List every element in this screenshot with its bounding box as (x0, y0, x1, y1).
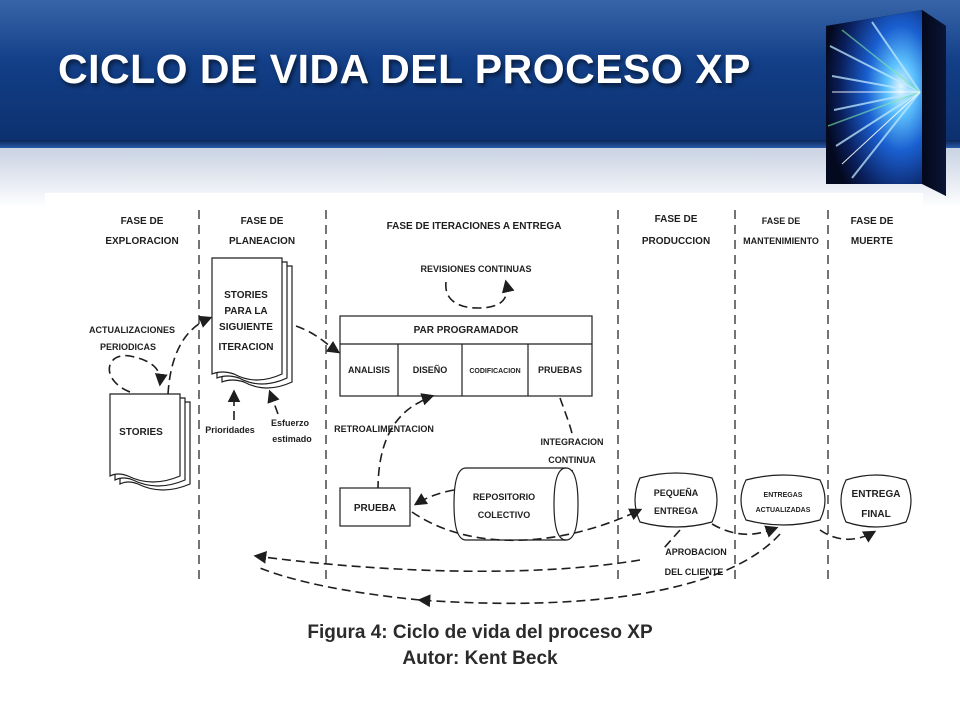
svg-text:SIGUIENTE: SIGUIENTE (219, 322, 273, 333)
pair-programmer-box: PAR PROGRAMADOR ANALISIS DISEÑO CODIFICA… (339, 315, 593, 397)
svg-text:PERIODICAS: PERIODICAS (100, 342, 156, 352)
svg-text:DEL CLIENTE: DEL CLIENTE (665, 567, 724, 577)
activity-pruebas: PRUEBAS (538, 365, 582, 375)
continuous-integration-label: INTEGRACION CONTINUA (541, 437, 604, 465)
updated-releases-circle: ENTREGAS ACTUALIZADAS (740, 474, 826, 526)
svg-text:COLECTIVO: COLECTIVO (478, 510, 531, 520)
svg-text:FASE DE: FASE DE (851, 216, 894, 227)
banner-bottom-edge (0, 140, 960, 148)
phase-header-muerte: FASE DE MUERTE (851, 216, 894, 247)
figure-area: FASE DE EXPLORACION FASE DE PLANEACION F… (45, 193, 923, 680)
integration-arrow-upper (559, 397, 574, 439)
estimated-effort-label: Esfuerzo estimado (271, 418, 312, 444)
feedback-arrow (377, 393, 435, 491)
customer-approval-label: APROBACION DEL CLIENTE (665, 547, 727, 577)
title-banner (0, 0, 960, 148)
phase-header-produccion: FASE DE PRODUCCION (642, 214, 710, 247)
repository-to-test-arrow (413, 489, 455, 506)
small-to-updated-release-arrow (711, 523, 779, 538)
svg-text:FASE DE: FASE DE (762, 216, 801, 226)
activity-analisis: ANALISIS (348, 365, 390, 375)
svg-text:APROBACION: APROBACION (665, 547, 727, 557)
periodic-updates-label: ACTUALIZACIONES PERIODICAS (89, 325, 175, 352)
approval-arrow (663, 529, 681, 549)
periodic-updates-loop-arrow (108, 354, 168, 393)
activity-diseno: DISEÑO (413, 365, 448, 375)
small-release-circle: PEQUEÑA ENTREGA (634, 472, 718, 528)
svg-text:EXPLORACION: EXPLORACION (105, 236, 178, 247)
slide-title: CICLO DE VIDA DEL PROCESO XP (58, 46, 751, 92)
activity-codificacion: CODIFICACION (469, 368, 520, 375)
phase-header-exploracion: FASE DE EXPLORACION (105, 216, 178, 247)
svg-text:estimado: estimado (272, 434, 312, 444)
collective-repository-cylinder: REPOSITORIO COLECTIVO (453, 467, 579, 541)
phase-header-mantenimiento: FASE DE MANTENIMIENTO (743, 216, 819, 246)
stories-label: STORIES (119, 427, 163, 438)
continuous-reviews-label: REVISIONES CONTINUAS (420, 264, 531, 274)
maintenance-return-arrow (417, 533, 781, 608)
pair-programmer-label: PAR PROGRAMADOR (414, 325, 520, 336)
planning-to-iteration-arrow (295, 325, 341, 354)
svg-text:Esfuerzo: Esfuerzo (271, 418, 310, 428)
phase-header-planeacion: FASE DE PLANEACION (229, 216, 295, 247)
svg-text:FASE DE: FASE DE (241, 216, 284, 227)
svg-text:ACTUALIZACIONES: ACTUALIZACIONES (89, 325, 175, 335)
svg-text:PARA LA: PARA LA (224, 306, 267, 317)
svg-text:FASE DE: FASE DE (121, 216, 164, 227)
svg-text:FASE DE: FASE DE (655, 214, 698, 225)
phase-header-iteraciones: FASE DE ITERACIONES A ENTREGA (387, 221, 562, 232)
continuous-reviews-loop-arrow (445, 279, 515, 309)
svg-text:PRODUCCION: PRODUCCION (642, 236, 710, 247)
svg-text:CONTINUA: CONTINUA (548, 455, 596, 465)
test-label: PRUEBA (354, 503, 396, 514)
svg-text:ENTREGA: ENTREGA (852, 489, 901, 500)
maintenance-return-arrow-tail (259, 567, 421, 601)
priorities-label: Prioridades (205, 425, 255, 435)
svg-text:MANTENIMIENTO: MANTENIMIENTO (743, 236, 819, 246)
svg-text:ENTREGA: ENTREGA (654, 506, 699, 516)
next-iteration-stories-stack: STORIES PARA LA SIGUIENTE ITERACION (211, 257, 293, 389)
figure-author: Autor: Kent Beck (402, 648, 558, 669)
production-to-planning-return-arrow (253, 551, 641, 573)
svg-text:PEQUEÑA: PEQUEÑA (654, 488, 699, 498)
svg-text:PLANEACION: PLANEACION (229, 236, 295, 247)
svg-text:ENTREGAS: ENTREGAS (764, 492, 803, 499)
test-box: PRUEBA (339, 487, 411, 527)
svg-text:MUERTE: MUERTE (851, 236, 894, 247)
final-release-circle: ENTREGA FINAL (840, 474, 912, 528)
light-burst-logo-icon (826, 10, 946, 196)
stories-document-stack: STORIES (109, 393, 191, 491)
xp-lifecycle-diagram: FASE DE EXPLORACION FASE DE PLANEACION F… (89, 210, 912, 608)
svg-text:ITERACION: ITERACION (219, 342, 274, 353)
svg-text:INTEGRACION: INTEGRACION (541, 437, 604, 447)
stories-to-planning-arrow (167, 315, 213, 395)
svg-text:REPOSITORIO: REPOSITORIO (473, 492, 535, 502)
svg-text:FINAL: FINAL (861, 509, 890, 520)
updated-to-final-release-arrow (819, 529, 877, 543)
figure-caption: Figura 4: Ciclo de vida del proceso XP (307, 622, 653, 643)
banner-gloss (0, 0, 960, 60)
svg-text:ACTUALIZADAS: ACTUALIZADAS (756, 507, 811, 514)
feedback-label: RETROALIMENTACION (334, 424, 434, 434)
svg-text:STORIES: STORIES (224, 290, 268, 301)
svg-text:FASE DE ITERACIONES A ENTREGA: FASE DE ITERACIONES A ENTREGA (387, 221, 562, 232)
effort-arrow (267, 389, 280, 415)
